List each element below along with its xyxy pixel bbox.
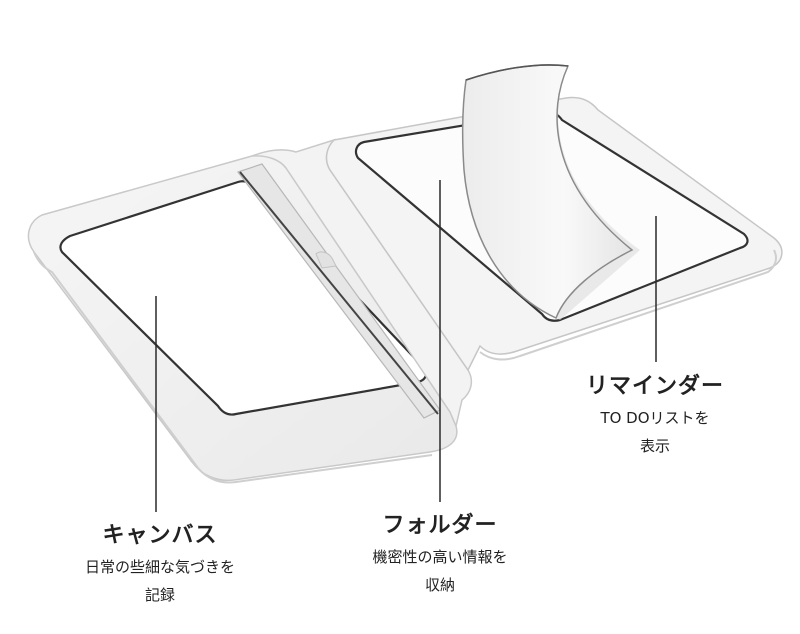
reminder-flap: [461, 64, 640, 320]
reminder-title: リマインダー: [585, 374, 724, 399]
canvas-desc-line1: 日常の些細な気づきを: [84, 558, 235, 576]
canvas-title: キャンバス: [102, 523, 218, 548]
right-panel-lower-edge: [479, 249, 777, 361]
spine: [237, 138, 473, 429]
reminder-desc-line2: 表示: [639, 437, 670, 455]
folder-label: フォルダー 機密性の高い情報を 収納: [320, 512, 560, 598]
reminder-desc-line1: TO DOリストを: [600, 409, 710, 427]
reminder-flap-edge: [465, 64, 569, 81]
folder-title: フォルダー: [382, 513, 498, 538]
canvas-label: キャンバス 日常の些細な気づきを 記録: [30, 522, 290, 608]
left-panel-lower-edge: [33, 251, 433, 484]
canvas-desc-line2: 記録: [144, 586, 175, 604]
reminder-label: リマインダー TO DOリストを 表示: [540, 373, 770, 459]
folder-desc-line1: 機密性の高い情報を: [372, 548, 508, 566]
folder-desc-line2: 収納: [424, 576, 455, 594]
spine-slot-line: [239, 171, 439, 415]
spine-clip: [315, 251, 337, 269]
